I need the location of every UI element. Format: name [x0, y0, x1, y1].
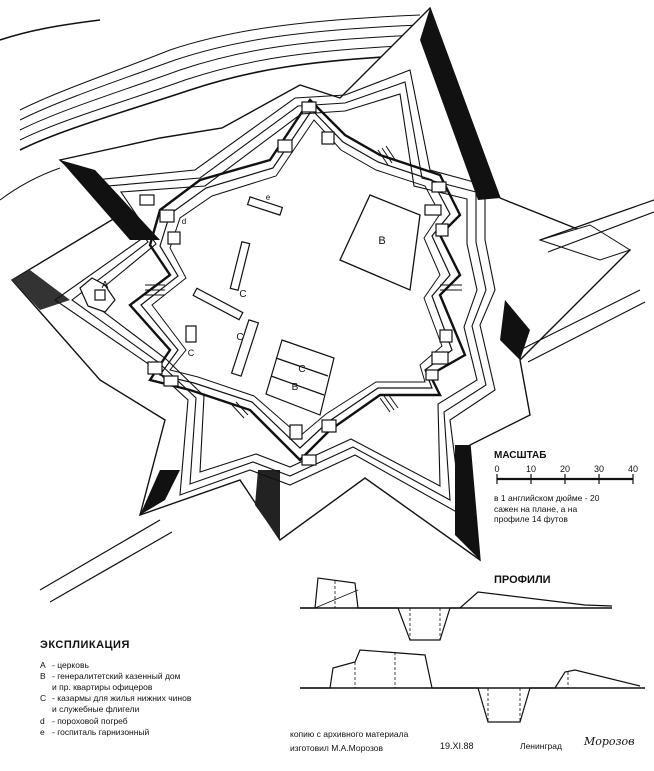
roads	[39, 199, 654, 603]
legend-item: e - госпиталь гарнизонный	[40, 727, 300, 738]
scale-tick-40: 40	[628, 464, 638, 474]
legend-text: - госпиталь гарнизонный	[52, 726, 150, 737]
legend: ЭКСПЛИКАЦИЯ A - церковь B - генералитетс…	[40, 638, 300, 738]
legend-item: B - генералитетский казенный дом и пр. к…	[40, 671, 300, 693]
scale-tick-10: 10	[526, 464, 536, 474]
legend-item: A - церковь	[40, 660, 300, 671]
credit-text: копию с архивного материала изготовил М.…	[290, 729, 409, 753]
credit-city: Ленинград	[520, 741, 562, 751]
scale-note: в 1 английском дюйме - 20 сажен на плане…	[494, 493, 600, 525]
legend-text: - церковь	[52, 660, 89, 671]
label-powder-magazine: d	[182, 217, 186, 226]
legend-text: - пороховой погреб	[52, 715, 128, 726]
label-church: A	[102, 280, 109, 291]
legend-text: - казармы для жилья нижних чинов и служе…	[52, 693, 192, 715]
scale-title: МАСШТАБ	[494, 450, 547, 461]
credit-date: 19.XI.88	[440, 741, 474, 751]
church-building: A	[79, 277, 116, 313]
scale-tick-30: 30	[594, 464, 604, 474]
legend-key: e	[40, 726, 45, 737]
general-house: B	[339, 194, 421, 291]
scale-bar: 0 10 20 30 40	[494, 464, 638, 484]
legend-text: - генералитетский казенный дом и пр. ква…	[52, 671, 181, 693]
legend-item: d - пороховой погреб	[40, 716, 300, 727]
barracks: C C C C B	[188, 241, 335, 416]
label-barracks-center: C	[236, 332, 243, 343]
powder-magazine: d	[182, 217, 186, 226]
hospital-building: e	[246, 193, 284, 216]
label-barracks-stack: C	[298, 364, 305, 375]
scale-tick-20: 20	[560, 464, 570, 474]
profile-upper	[300, 577, 613, 641]
legend-key: A	[40, 660, 46, 671]
profiles-title: ПРОФИЛИ	[494, 574, 551, 586]
legend-item: C - казармы для жилья нижних чинов и слу…	[40, 693, 300, 715]
profile-lower	[300, 649, 645, 723]
gates	[145, 145, 462, 419]
legend-key: C	[40, 693, 47, 704]
label-barracks-west: C	[188, 348, 195, 358]
scale-tick-0: 0	[494, 464, 499, 474]
legend-title: ЭКСПЛИКАЦИЯ	[40, 639, 130, 651]
ditch-lines	[54, 69, 496, 517]
signature: Морозов	[584, 735, 635, 748]
river-shoreline	[0, 14, 421, 201]
label-hospital: e	[266, 193, 271, 202]
label-general-house: B	[378, 235, 385, 247]
label-barracks-north: C	[239, 289, 246, 300]
label-general-house-small: B	[292, 382, 299, 393]
legend-key: B	[40, 671, 46, 682]
bastion-structures	[139, 101, 453, 466]
legend-key: d	[40, 715, 45, 726]
